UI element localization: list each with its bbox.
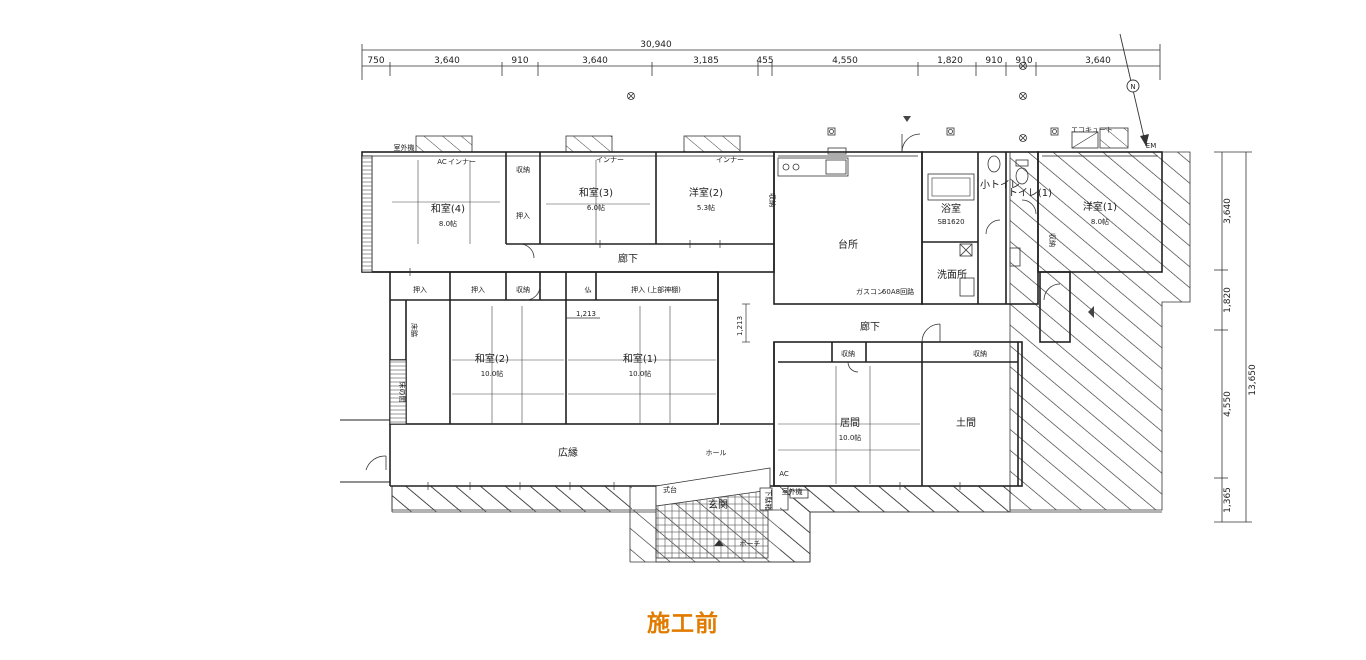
- window-hatches: [415, 127, 1129, 153]
- north-label: N: [1130, 83, 1135, 91]
- dim-right-3: 4,550: [1223, 391, 1233, 417]
- room-ima-name: 居間: [840, 417, 860, 429]
- label-hiroen: 広縁: [558, 446, 578, 459]
- right-dimension-line: 3,640 1,820 4,550 1,365 13,650: [1214, 151, 1258, 523]
- label-shuno-3: 収納: [841, 349, 855, 358]
- dim-top-1: 750: [367, 56, 384, 66]
- dim-right-total: 13,650: [1248, 364, 1258, 396]
- dim-top-8: 1,820: [937, 56, 963, 66]
- room-yoshitsu1-size: 8.0帖: [1091, 217, 1109, 226]
- room-yokushitsu-note: SB1620: [937, 218, 964, 226]
- label-gaitoki-1: 室外機: [394, 143, 415, 152]
- label-shuno-6: 収納: [1048, 233, 1057, 247]
- label-ac-1: AC: [437, 158, 447, 166]
- label-porch: ポーチ: [740, 540, 761, 548]
- tatami-lines: [392, 160, 920, 484]
- room-genkan-name: 玄関: [708, 498, 728, 511]
- label-tokowaki: 床脇: [410, 323, 419, 337]
- label-oshiire-kamidana: 押入 (上部神棚): [631, 285, 681, 294]
- label-shuno-5: 収納: [768, 193, 777, 207]
- bathtub: [927, 173, 975, 201]
- ceiling-markers: [627, 62, 1059, 142]
- dim-top-7: 4,550: [832, 56, 858, 66]
- label-oshiire-2: 押入: [413, 285, 427, 294]
- room-labels: 和室(4) 8.0帖 和室(3) 6.0帖 洋室(2) 5.3帖 台所 浴室 S…: [394, 126, 1157, 548]
- dim-top-2: 3,640: [434, 56, 460, 66]
- room-washitsu1-name: 和室(1): [623, 352, 657, 365]
- room-washitsu2-name: 和室(2): [475, 352, 509, 365]
- dim-right-1: 3,640: [1223, 198, 1233, 224]
- label-inter-1: インナー: [448, 158, 476, 166]
- room-senmenjo-name: 洗面所: [937, 269, 967, 281]
- label-hall: ホール: [706, 449, 727, 457]
- label-shuno-1: 収納: [516, 165, 530, 174]
- room-daidokoro-name: 台所: [838, 238, 858, 251]
- top-dimension-line: 30,940 750 3,640 910 3,640 3,185 455 4,5…: [361, 40, 1161, 80]
- room-yoshitsu2-name: 洋室(2): [689, 186, 723, 199]
- left-engawa-wall: [361, 155, 373, 273]
- room-washitsu4-name: 和室(4): [431, 202, 465, 215]
- room-doma-name: 土間: [956, 416, 976, 429]
- dim-top-4: 3,640: [582, 56, 608, 66]
- label-shikidai: 式台: [663, 485, 677, 494]
- label-getabako: 下駄箱: [764, 490, 773, 511]
- room-toire-name: トイレ(1): [1008, 188, 1052, 199]
- label-ecocute: エコキュート: [1071, 126, 1113, 134]
- toilet-fixtures: [959, 155, 1029, 297]
- label-oshiire-3: 押入: [471, 285, 485, 294]
- dim-top-5: 3,185: [693, 56, 719, 66]
- room-kotoire-name: 小トイレ: [980, 179, 1020, 191]
- room-washitsu3-name: 和室(3): [579, 186, 613, 199]
- door-swings: [365, 133, 1061, 471]
- label-roka-top: 廊下: [618, 252, 638, 265]
- dim-top-6: 455: [756, 56, 773, 66]
- label-ac-2: AC: [779, 470, 789, 478]
- label-inter-3: インナー: [716, 156, 744, 164]
- dim-right-2: 1,820: [1223, 287, 1233, 313]
- caption-before-construction: 施工前: [647, 611, 719, 637]
- marker-triangle: [903, 116, 911, 122]
- dim-top-11: 3,640: [1085, 56, 1111, 66]
- label-gas: 60A8回路: [882, 287, 914, 296]
- room-yoshitsu2-size: 5.3帖: [697, 203, 715, 212]
- north-arrow: N: [1119, 33, 1149, 147]
- label-roka-mid: 廊下: [860, 320, 880, 333]
- label-inter-2: インナー: [596, 156, 624, 164]
- dim-inner-2: 1,213: [736, 316, 744, 336]
- room-washitsu1-size: 10.0帖: [629, 369, 652, 378]
- room-ima-size: 10.0帖: [839, 433, 862, 442]
- label-oshiire-1: 押入: [516, 211, 530, 220]
- marker-triangle-right: [1088, 306, 1094, 318]
- label-tokonoma: 床の間: [398, 382, 407, 403]
- label-shuno-4: 収納: [973, 349, 987, 358]
- room-yoshitsu1-name: 洋室(1): [1083, 200, 1117, 213]
- label-butsu: 仏: [585, 286, 592, 294]
- room-washitsu2-size: 10.0帖: [481, 369, 504, 378]
- label-shuno-2: 収納: [516, 285, 530, 294]
- genkan-arrow: [714, 540, 724, 546]
- label-em: EM: [1146, 142, 1156, 150]
- dim-overall: 30,940: [640, 40, 672, 50]
- dim-top-10: 910: [1015, 56, 1032, 66]
- label-gaitoki-2: 室外機: [782, 487, 803, 496]
- left-tokonoma-wall: [389, 359, 407, 425]
- room-yokushitsu-name: 浴室: [941, 202, 961, 215]
- room-washitsu4-size: 8.0帖: [439, 219, 457, 228]
- wall-ticks: [409, 240, 961, 490]
- label-gas-ring: ガスコン: [856, 287, 884, 296]
- kitchen-counter: [777, 147, 849, 177]
- dim-top-9: 910: [985, 56, 1002, 66]
- dim-inner-1: 1,213: [576, 310, 596, 318]
- dim-right-4: 1,365: [1223, 487, 1233, 513]
- room-washitsu3-size: 6.0帖: [587, 203, 605, 212]
- dim-top-3: 910: [511, 56, 528, 66]
